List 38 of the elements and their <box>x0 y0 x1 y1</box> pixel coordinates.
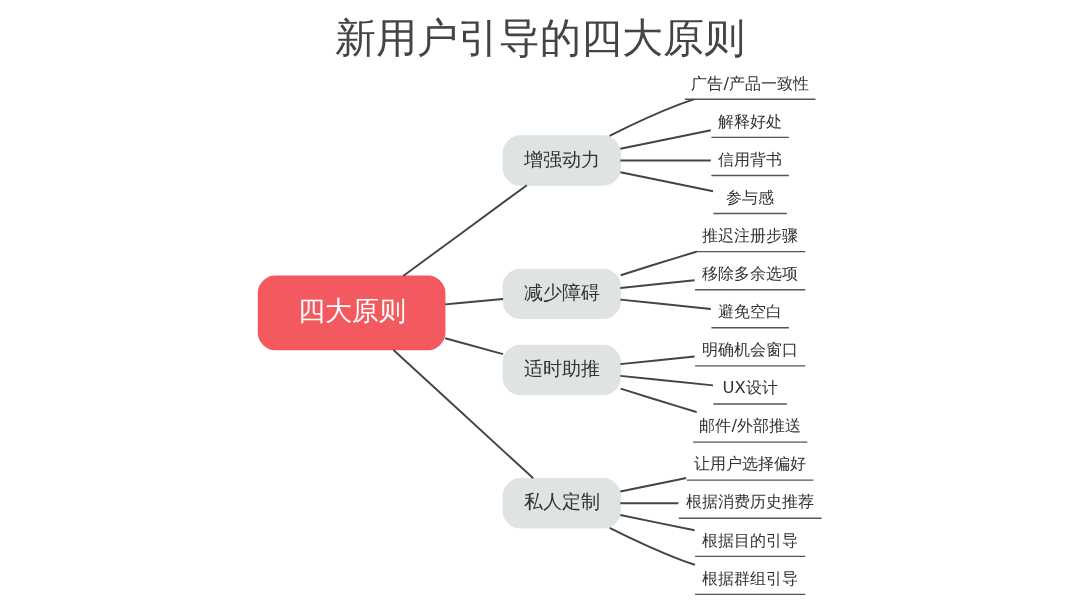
node-text: 推迟注册步骤 <box>702 225 799 245</box>
node-text: 信用背书 <box>718 149 783 169</box>
node-text: 明确机会窗口 <box>702 340 799 360</box>
connector <box>619 355 696 366</box>
node-box: 减少障碍 <box>502 268 621 319</box>
node-box: 私人定制 <box>502 478 621 529</box>
connector <box>619 159 712 162</box>
node-text: 参与感 <box>726 187 775 207</box>
connector <box>619 171 714 193</box>
node-text: 根据目的引导 <box>702 530 799 550</box>
connector <box>402 184 528 277</box>
diagram-title: 新用户引导的四大原则 <box>335 13 745 62</box>
node-box: 适时助推 <box>502 344 621 396</box>
node-text: 让用户选择偏好 <box>694 454 807 474</box>
node-text: 解释好处 <box>718 111 783 131</box>
connector <box>608 98 695 137</box>
node-box: 增强动力 <box>502 135 621 186</box>
connector <box>619 129 712 150</box>
node-box: 四大原则 <box>257 275 446 351</box>
connector <box>619 514 696 532</box>
connector <box>619 279 696 289</box>
node-text: 根据群组引导 <box>702 568 799 588</box>
connector <box>619 298 712 310</box>
node-text: UX设计 <box>722 378 778 398</box>
connector <box>619 374 714 387</box>
connector <box>619 387 698 414</box>
connector <box>392 349 535 480</box>
node-text: 移除多余选项 <box>702 263 799 283</box>
connector <box>444 337 504 356</box>
connector <box>444 298 504 306</box>
connector <box>619 477 688 493</box>
node-text: 邮件/外部推送 <box>699 416 801 436</box>
connector <box>619 502 680 505</box>
node-text: 避免空白 <box>718 302 783 322</box>
node-text: 广告/产品一致性 <box>691 73 809 93</box>
node-text: 根据消费历史推荐 <box>686 492 815 512</box>
connector <box>619 250 698 277</box>
connector <box>608 526 696 566</box>
